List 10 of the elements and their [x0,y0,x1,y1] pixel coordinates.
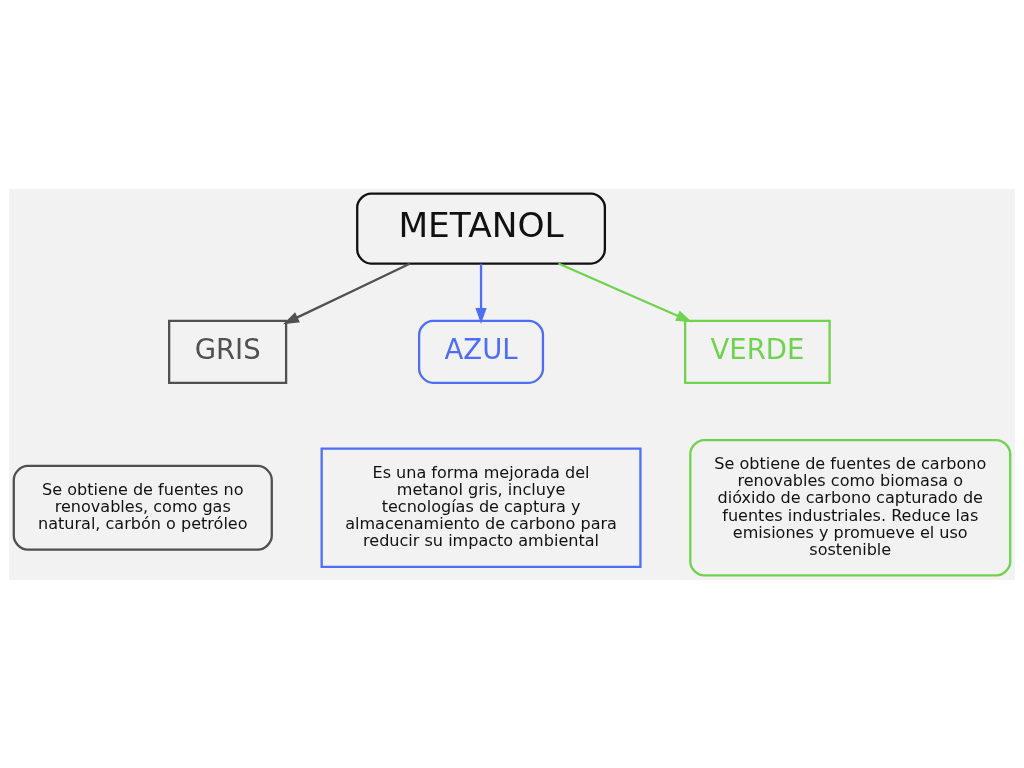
node-box: METANOL [356,191,607,265]
node-box: Se obtiene de fuentes de carbono renovables como biomasa o dióxido de carbono capturado de fuentes industriales. Reduce las emisiones y promueve el uso sostenible [689,438,1012,577]
node-box: AZUL [417,319,545,384]
node-box: Se obtiene de fuentes no renovables, como gas natural, carbón o petróleo [12,464,273,551]
node-box: VERDE [684,319,831,384]
node-box: GRIS [168,319,288,384]
arrow [475,263,487,324]
node-box: Es una forma mejorada del metanol gris, incluye tecnologías de captura y almacenamiento de carbono para reducir su impacto ambiental [320,447,642,568]
arrow [557,262,693,322]
arrow [283,262,411,324]
